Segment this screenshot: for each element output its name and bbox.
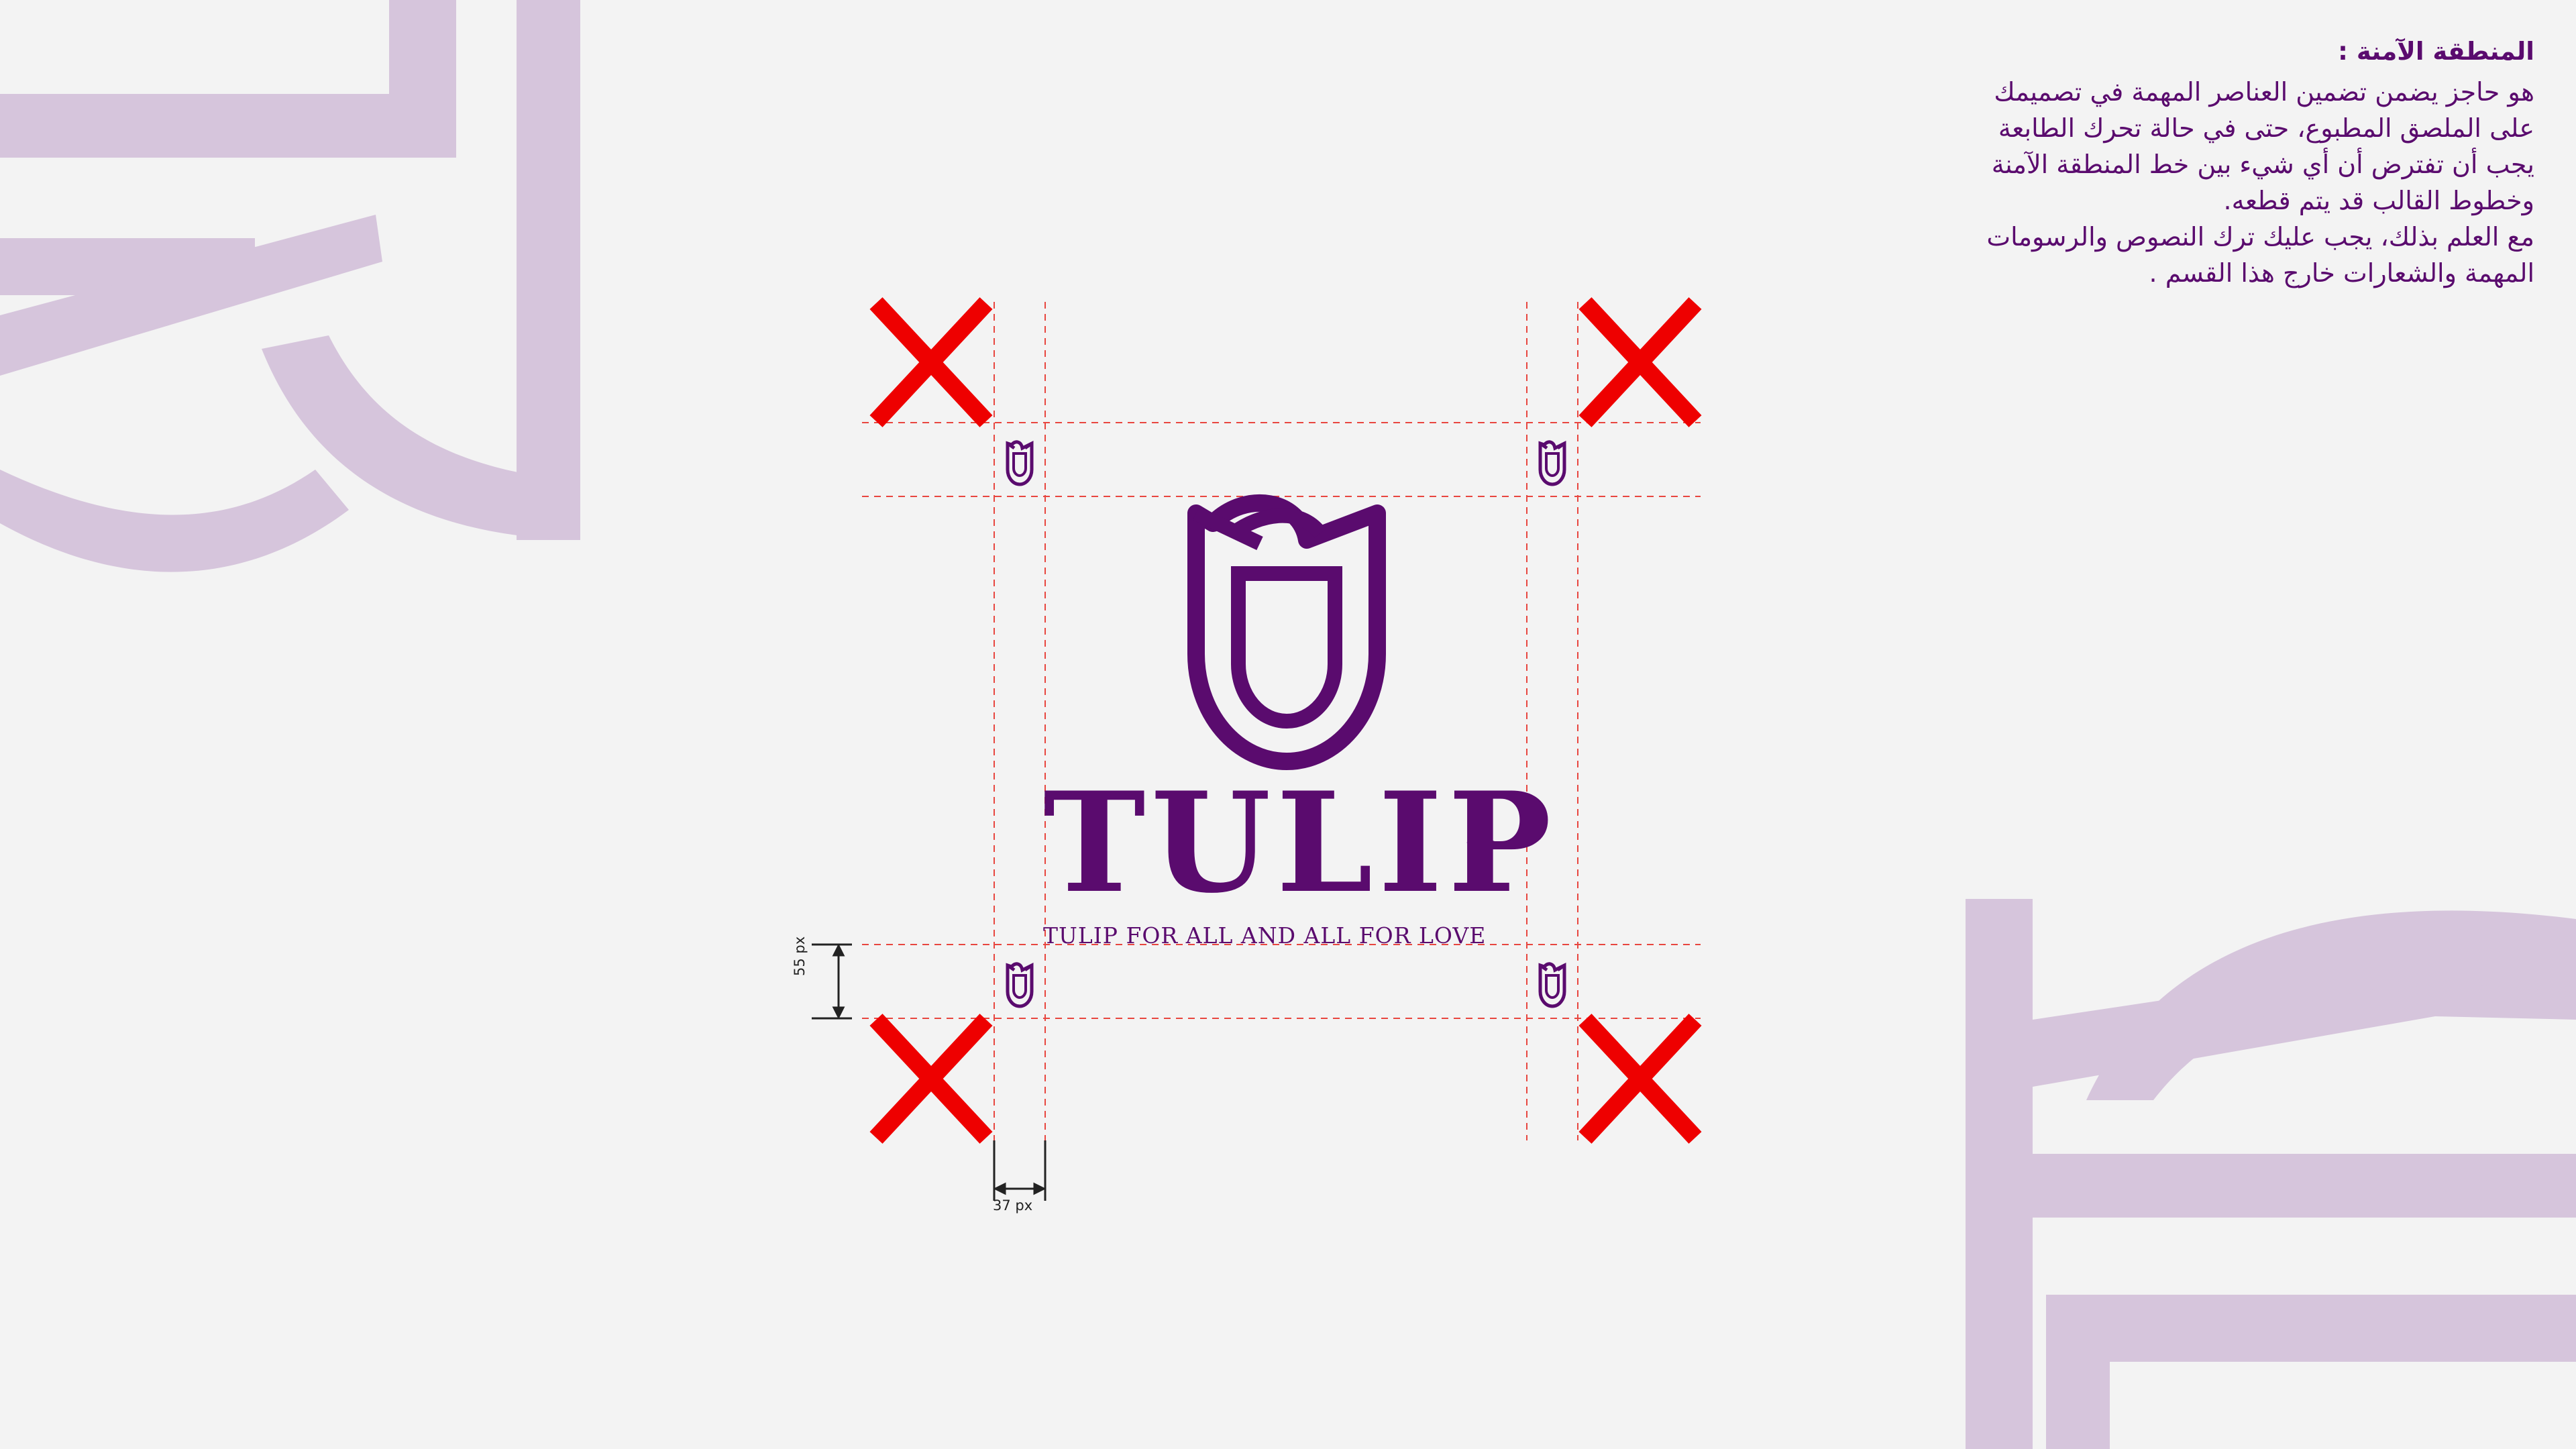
height-dimension: [812, 943, 852, 1020]
brand-name: TULIP: [1043, 763, 1557, 924]
tulip-mark-icon: [1540, 442, 1564, 484]
safe-zone-line: وخطوط القالب قد يتم قطعه.: [2223, 186, 2535, 215]
sparkle-icon: [1466, 826, 1499, 859]
tulip-mark-icon: [1008, 964, 1032, 1006]
forbidden-x-icon: [1585, 1020, 1695, 1138]
width-dimension-label: 37 px: [993, 1197, 1033, 1214]
forbidden-x-icon: [876, 1020, 986, 1138]
safe-zone-line: يجب أن تفترض أن أي شيء بين خط المنطقة ال…: [1991, 150, 2534, 179]
safe-zone-line: هو حاجز يضمن تضمين العناصر المهمة في تصم…: [1994, 77, 2534, 107]
forbidden-x-icon: [876, 303, 986, 421]
forbidden-x-icon: [1585, 303, 1695, 421]
tulip-mark-icon: [1008, 442, 1032, 484]
safe-zone-line: على الملصق المطبوع، حتى في حالة تحرك الط…: [1998, 113, 2534, 143]
safe-zone-line: مع العلم بذلك، يجب عليك ترك النصوص والرس…: [1986, 222, 2534, 252]
tulip-mark-icon: [1540, 964, 1564, 1006]
width-dimension: [993, 1140, 1046, 1201]
decor-monogram-top-left: [0, 0, 580, 572]
tulip-logo-icon: [1187, 494, 1386, 770]
safe-zone-body: هو حاجز يضمن تضمين العناصر المهمة في تصم…: [1729, 74, 2534, 291]
height-dimension-label: 55 px: [792, 936, 808, 976]
safe-zone-line: المهمة والشعارات خارج هذا القسم .: [2149, 258, 2534, 288]
safe-zone-description: المنطقة الآمنة : هو حاجز يضمن تضمين العن…: [1729, 37, 2534, 291]
brand-tagline: TULIP FOR ALL AND ALL FOR LOVE: [1043, 922, 1487, 949]
safe-zone-title: المنطقة الآمنة :: [2338, 37, 2534, 66]
decor-monogram-bottom-right: [1966, 899, 2576, 1449]
